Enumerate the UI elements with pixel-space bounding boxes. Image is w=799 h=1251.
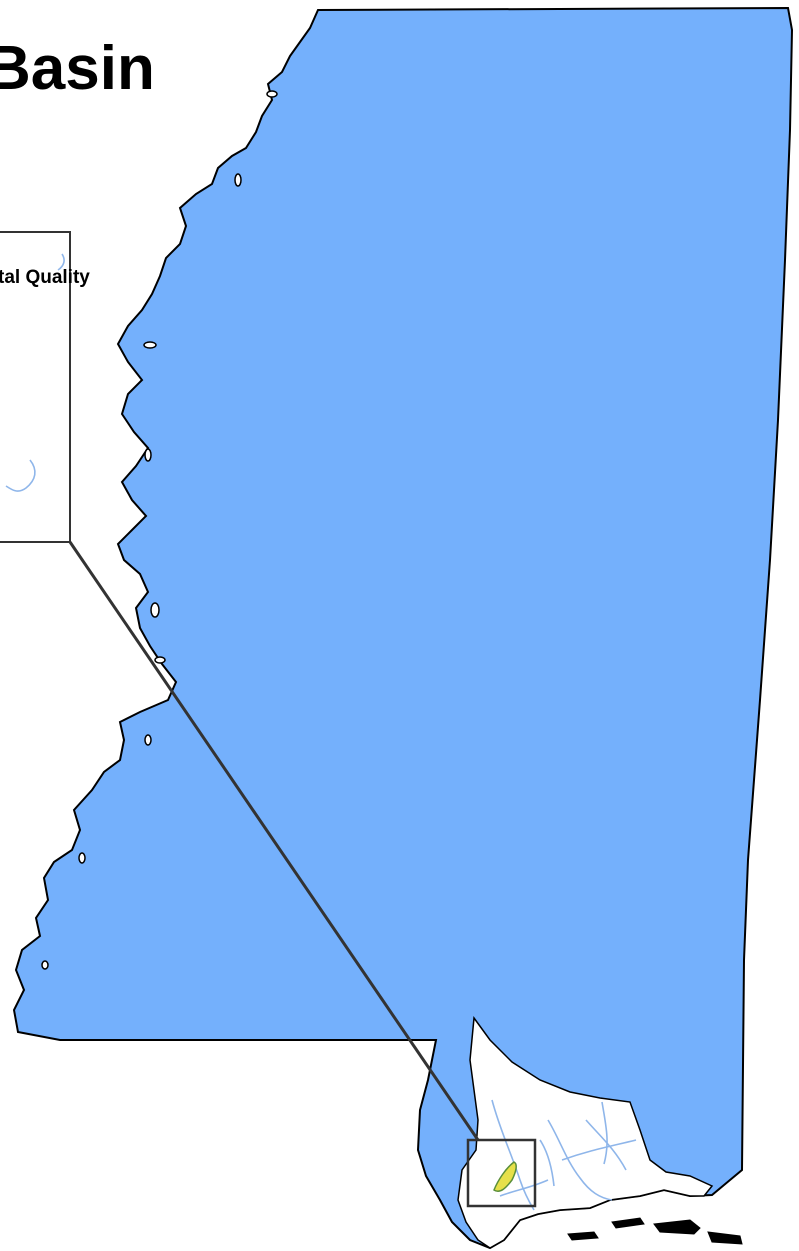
oxbow-lake [144,448,152,462]
oxbow-lake [266,90,278,98]
oxbow-lake [234,173,242,187]
island [653,1219,701,1235]
map-title: Basin [0,34,155,103]
stream [491,1099,535,1211]
island [611,1217,645,1229]
highlight-waterbody [493,1161,517,1192]
leader-line [68,541,480,1141]
stream [499,1179,549,1197]
oxbow-lakes [41,90,278,970]
oxbow-lake [144,734,152,746]
inset-stream [57,253,65,271]
oxbow-lake [150,602,160,618]
inset-stream [5,459,36,492]
island [707,1231,743,1245]
stream [601,1101,608,1165]
inset-panel-frame [0,231,71,543]
barrier-islands [567,1217,743,1245]
agency-label: tal Quality [0,267,90,288]
stream [561,1139,637,1161]
stream-network [491,1099,637,1211]
state-shape [12,6,794,1250]
inset-frame [466,1138,537,1208]
oxbow-lake [41,960,49,970]
oxbow-lake [78,852,86,864]
stream [539,1139,555,1187]
island [567,1231,599,1241]
basin-shape [457,1015,714,1249]
stream [547,1119,613,1201]
oxbow-lake [154,656,166,664]
oxbow-lake [143,341,157,349]
